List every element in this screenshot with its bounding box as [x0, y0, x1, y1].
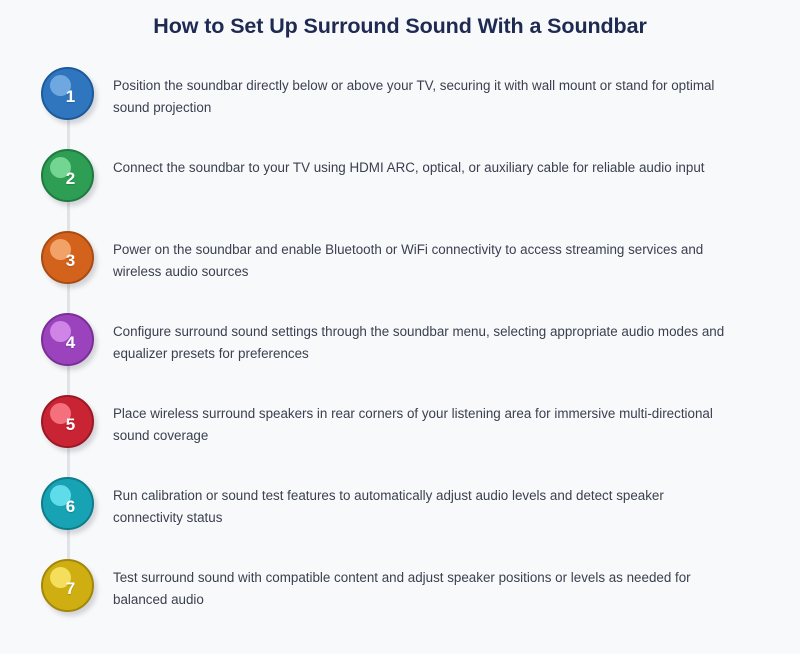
step-circle-7	[41, 559, 94, 612]
step-circle-1	[41, 67, 94, 120]
step-number-4: 4	[65, 333, 76, 352]
step-item: 5 Place wireless surround speakers in re…	[0, 394, 800, 476]
step-description-7: Test surround sound with compatible cont…	[113, 570, 691, 607]
gloss-highlight-icon	[50, 321, 71, 342]
gloss-highlight-icon	[50, 157, 71, 178]
step-description-5: Place wireless surround speakers in rear…	[113, 406, 713, 443]
page-title: How to Set Up Surround Sound With a Soun…	[153, 14, 647, 38]
step-badge-6: 6	[41, 477, 97, 533]
gloss-highlight-icon	[50, 485, 71, 506]
gloss-highlight-icon	[50, 567, 71, 588]
step-circle-3	[41, 231, 94, 284]
step-number-2: 2	[65, 169, 76, 188]
step-item: 4 Configure surround sound settings thro…	[0, 312, 800, 394]
step-number-1: 1	[65, 87, 76, 106]
step-item: 2 Connect the soundbar to your TV using …	[0, 148, 800, 230]
step-badge-5: 5	[41, 395, 97, 451]
step-item: 7 Test surround sound with compatible co…	[0, 558, 800, 640]
step-badge-4: 4	[41, 313, 97, 369]
gloss-highlight-icon	[50, 75, 71, 96]
step-badge-2: 2	[41, 149, 97, 205]
step-circle-5	[41, 395, 94, 448]
step-number-6: 6	[65, 497, 76, 516]
gloss-highlight-icon	[50, 239, 71, 260]
gloss-highlight-icon	[50, 403, 71, 424]
step-badge-1: 1	[41, 67, 97, 123]
step-description-3: Power on the soundbar and enable Bluetoo…	[113, 242, 704, 279]
step-description-6: Run calibration or sound test features t…	[113, 488, 664, 525]
step-number-3: 3	[65, 251, 76, 270]
step-badge-7: 7	[41, 559, 97, 615]
steps-list: 1 Position the soundbar directly below o…	[0, 66, 800, 640]
step-number-5: 5	[65, 415, 76, 434]
step-circle-2	[41, 149, 94, 202]
step-item: 1 Position the soundbar directly below o…	[0, 66, 800, 148]
step-description-2: Connect the soundbar to your TV using HD…	[113, 160, 705, 175]
step-number-7: 7	[65, 579, 76, 598]
step-circle-4	[41, 313, 94, 366]
step-circle-6	[41, 477, 94, 530]
step-description-1: Position the soundbar directly below or …	[113, 78, 715, 115]
step-description-4: Configure surround sound settings throug…	[113, 324, 725, 361]
step-item: 3 Power on the soundbar and enable Bluet…	[0, 230, 800, 312]
step-item: 6 Run calibration or sound test features…	[0, 476, 800, 558]
step-badge-3: 3	[41, 231, 97, 287]
